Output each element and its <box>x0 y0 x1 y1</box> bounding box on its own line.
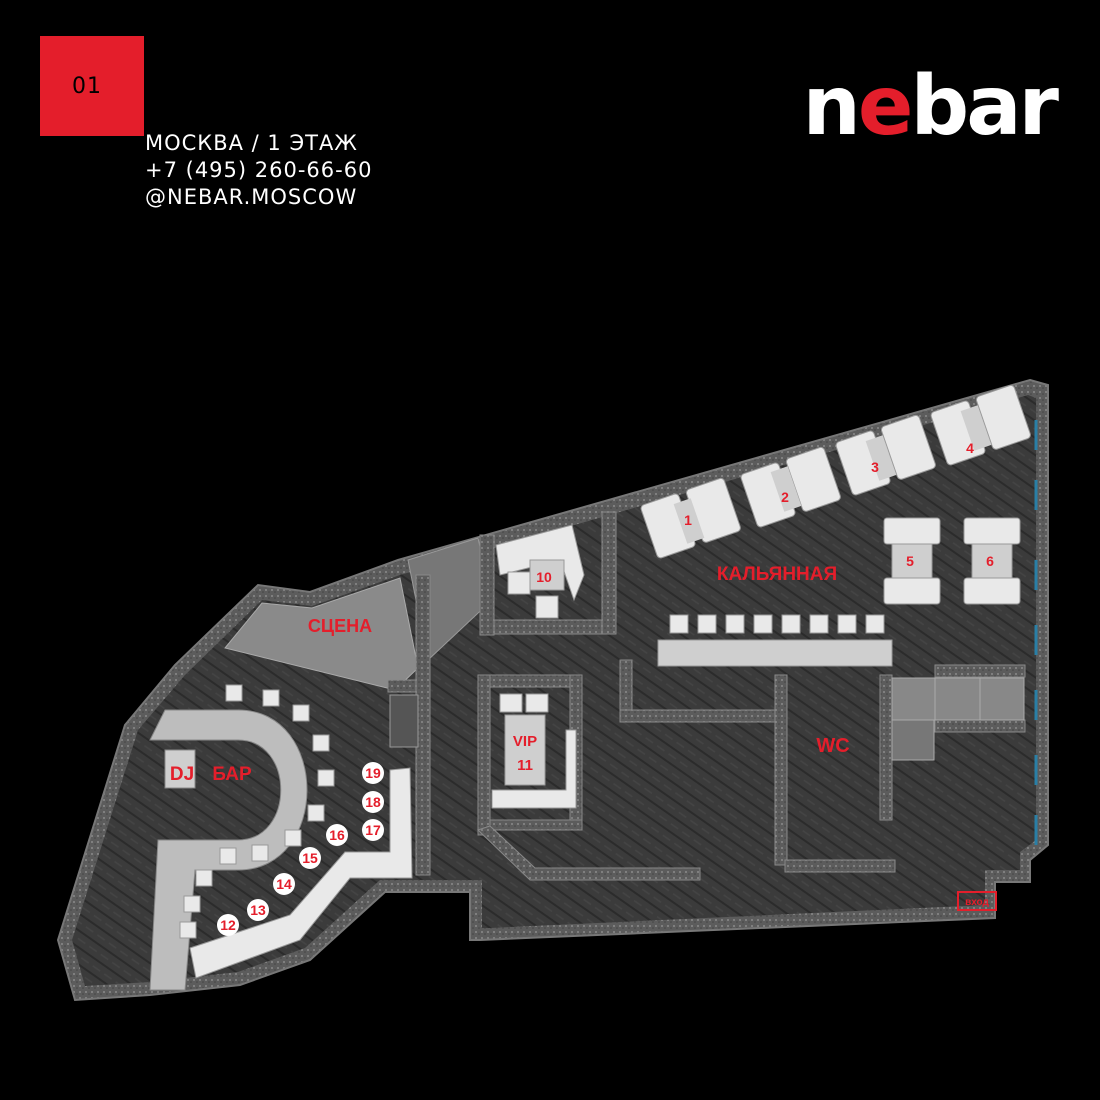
vip-label: VIP <box>513 733 537 750</box>
long-sofa <box>189 767 413 979</box>
bar-label: БАР <box>212 764 252 785</box>
stage-label: СЦЕНА <box>308 616 372 636</box>
table-number[interactable]: 5 <box>906 553 914 569</box>
internal-walls <box>387 511 1026 881</box>
table-number[interactable]: 2 <box>781 489 789 505</box>
table-number[interactable]: 12 <box>220 917 236 933</box>
building-floor <box>72 395 1036 986</box>
table-number[interactable]: 18 <box>365 794 381 810</box>
table-number[interactable]: 15 <box>302 850 318 866</box>
floor-number: 01 <box>72 73 102 99</box>
dj-label: DJ <box>170 764 194 785</box>
table-number[interactable]: 1 <box>684 512 692 528</box>
logo-part-n: n <box>802 59 861 154</box>
table-number[interactable]: 16 <box>329 827 345 843</box>
logo-part-e: e <box>857 59 914 154</box>
hookah-tables-top <box>673 405 992 544</box>
venue-info: МОСКВА / 1 ЭТАЖ +7 (495) 260-66-60 @NEBA… <box>145 130 372 211</box>
table-number[interactable]: 14 <box>276 876 292 892</box>
entrance-label[interactable]: вход <box>965 897 989 908</box>
table-number[interactable]: 17 <box>365 822 381 838</box>
hookah-room-label: КАЛЬЯННАЯ <box>717 564 837 585</box>
logo-part-bar: bar <box>910 59 1059 154</box>
instagram-text[interactable]: @NEBAR.MOSCOW <box>145 185 358 209</box>
table-number[interactable]: 3 <box>871 459 879 475</box>
hookah-bar <box>657 614 893 667</box>
lounge-10 <box>495 524 585 619</box>
entrance-box[interactable] <box>957 891 997 911</box>
vip-room <box>491 693 577 809</box>
table-number[interactable]: 10 <box>536 569 552 585</box>
wc-label: WC <box>816 735 849 757</box>
hookah-tables-5-6 <box>883 517 1021 605</box>
table-number[interactable]: 4 <box>966 440 974 456</box>
phone-text[interactable]: +7 (495) 260-66-60 <box>145 158 373 182</box>
table-circles <box>217 762 384 936</box>
right-staircase <box>891 677 1025 761</box>
stairs-by-bar <box>389 694 419 748</box>
table-number[interactable]: 6 <box>986 553 994 569</box>
city-floor-text: МОСКВА / 1 ЭТАЖ <box>145 131 358 155</box>
bar-stools <box>179 684 335 939</box>
table-number[interactable]: 19 <box>365 765 381 781</box>
vip-number[interactable]: 11 <box>517 757 533 774</box>
floor-badge: 01 <box>40 36 144 136</box>
table-number[interactable]: 13 <box>250 902 266 918</box>
